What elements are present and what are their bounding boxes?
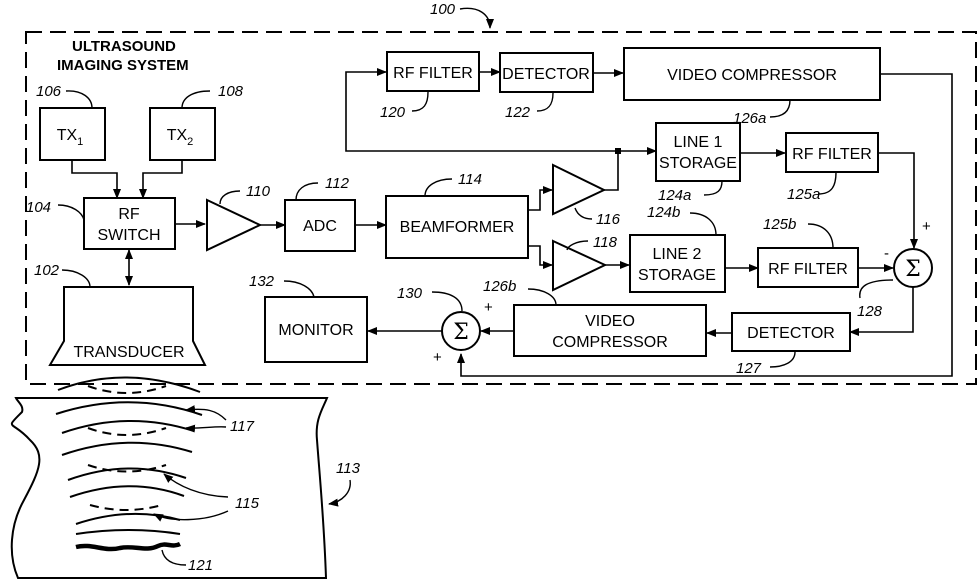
svg-text:SWITCH: SWITCH xyxy=(97,227,160,244)
line1-storage-block: LINE 1 STORAGE xyxy=(656,123,740,181)
svg-text:DETECTOR: DETECTOR xyxy=(502,66,590,83)
ref-124b: 124b xyxy=(647,204,680,221)
svg-text:VIDEO: VIDEO xyxy=(585,313,635,330)
ref-118: 118 xyxy=(593,234,618,251)
detector-127-block: DETECTOR xyxy=(732,313,850,351)
ref-100: 100 xyxy=(430,1,456,18)
tx1-block: TX1 xyxy=(40,108,105,160)
leader-100 xyxy=(460,8,490,28)
leader-132 xyxy=(284,281,314,297)
svg-text:VIDEO COMPRESSOR: VIDEO COMPRESSOR xyxy=(667,67,837,84)
ref-127: 127 xyxy=(736,360,762,377)
leader-124b xyxy=(690,213,716,235)
system-title-line2: IMAGING SYSTEM xyxy=(57,57,189,74)
leader-114 xyxy=(425,179,452,196)
ref-108: 108 xyxy=(218,83,244,100)
leader-113 xyxy=(329,480,350,504)
beamformer-to-amp118 xyxy=(528,246,552,265)
summer-128: Σ xyxy=(894,249,932,287)
rf-filter-120-block: RF FILTER xyxy=(387,52,479,91)
line2-storage-block: LINE 2 STORAGE xyxy=(630,235,725,292)
beamformer-block: BEAMFORMER xyxy=(386,196,528,258)
leader-130 xyxy=(432,292,462,311)
svg-text:DETECTOR: DETECTOR xyxy=(747,325,835,342)
rf-filter-125b-block: RF FILTER xyxy=(758,248,858,287)
ref-121: 121 xyxy=(188,557,213,574)
adc-block: ADC xyxy=(285,200,355,251)
beamformer-to-amp116 xyxy=(528,190,552,210)
svg-text:COMPRESSOR: COMPRESSOR xyxy=(552,334,668,351)
svg-text:BEAMFORMER: BEAMFORMER xyxy=(400,219,515,236)
ref-102: 102 xyxy=(34,262,60,279)
ref-104: 104 xyxy=(26,199,51,216)
leader-116 xyxy=(575,208,592,219)
amp116-output xyxy=(604,151,618,190)
ref-124a: 124a xyxy=(658,187,691,204)
ref-120: 120 xyxy=(380,104,406,121)
svg-text:RF FILTER: RF FILTER xyxy=(768,261,848,278)
tx1-to-switch xyxy=(72,160,117,198)
detector-122-block: DETECTOR xyxy=(500,53,593,92)
leader-125b xyxy=(808,224,833,248)
ref-122: 122 xyxy=(505,104,531,121)
ref-125b: 125b xyxy=(763,216,796,233)
leader-104 xyxy=(58,205,84,220)
system-title-line1: ULTRASOUND xyxy=(72,38,176,55)
leader-126a xyxy=(770,100,790,117)
ref-112: 112 xyxy=(325,175,350,192)
tx2-to-switch xyxy=(143,160,182,198)
leader-124a xyxy=(704,181,722,195)
rf-filter-125a-block: RF FILTER xyxy=(786,133,878,172)
sign-plus-130-right: + xyxy=(484,299,493,316)
ref-125a: 125a xyxy=(787,186,820,203)
tx2-block: TX2 xyxy=(150,108,215,160)
ref-114: 114 xyxy=(458,171,482,188)
summer-130: Σ xyxy=(442,312,480,350)
svg-text:RF FILTER: RF FILTER xyxy=(393,65,473,82)
ref-132: 132 xyxy=(249,273,275,290)
ref-126b: 126b xyxy=(483,278,516,295)
svg-text:MONITOR: MONITOR xyxy=(278,322,353,339)
leader-108 xyxy=(182,91,210,108)
sign-plus-128: + xyxy=(922,218,931,235)
monitor-block: MONITOR xyxy=(265,297,367,362)
svg-text:STORAGE: STORAGE xyxy=(638,267,716,284)
svg-text:RF: RF xyxy=(118,206,140,223)
leader-102 xyxy=(62,270,90,287)
leader-126b xyxy=(528,289,556,305)
amplifier-110 xyxy=(207,200,260,250)
transducer-label: TRANSDUCER xyxy=(73,344,184,361)
svg-text:ADC: ADC xyxy=(303,218,337,235)
ref-130: 130 xyxy=(397,285,423,302)
ref-115: 115 xyxy=(235,495,260,512)
amplifier-116 xyxy=(553,165,604,214)
video-compressor-126b-block: VIDEO COMPRESSOR xyxy=(514,305,706,356)
leader-112 xyxy=(296,183,318,200)
ref-110: 110 xyxy=(246,183,271,200)
svg-text:Σ: Σ xyxy=(905,257,921,282)
leader-106 xyxy=(66,91,92,108)
svg-text:LINE 2: LINE 2 xyxy=(653,246,702,263)
rf-filter-a-to-summer128 xyxy=(878,153,914,248)
leader-128 xyxy=(860,280,893,298)
svg-text:STORAGE: STORAGE xyxy=(659,155,737,172)
ref-106: 106 xyxy=(36,83,62,100)
ref-128: 128 xyxy=(857,303,883,320)
ref-113: 113 xyxy=(336,460,361,477)
leader-110 xyxy=(220,191,240,204)
leader-127 xyxy=(770,352,795,367)
video-compressor-126a-block: VIDEO COMPRESSOR xyxy=(624,48,880,100)
sign-plus-130-bottom: + xyxy=(433,349,442,366)
svg-text:RF FILTER: RF FILTER xyxy=(792,146,872,163)
leader-120 xyxy=(412,92,428,111)
rf-switch-block: RF SWITCH xyxy=(84,198,175,249)
sign-minus-128: - xyxy=(884,245,889,262)
svg-text:Σ: Σ xyxy=(453,320,469,345)
ref-116: 116 xyxy=(596,211,621,228)
leader-122 xyxy=(537,93,553,111)
svg-text:LINE 1: LINE 1 xyxy=(674,134,723,151)
leader-125a xyxy=(818,172,836,194)
ref-117: 117 xyxy=(230,418,255,435)
